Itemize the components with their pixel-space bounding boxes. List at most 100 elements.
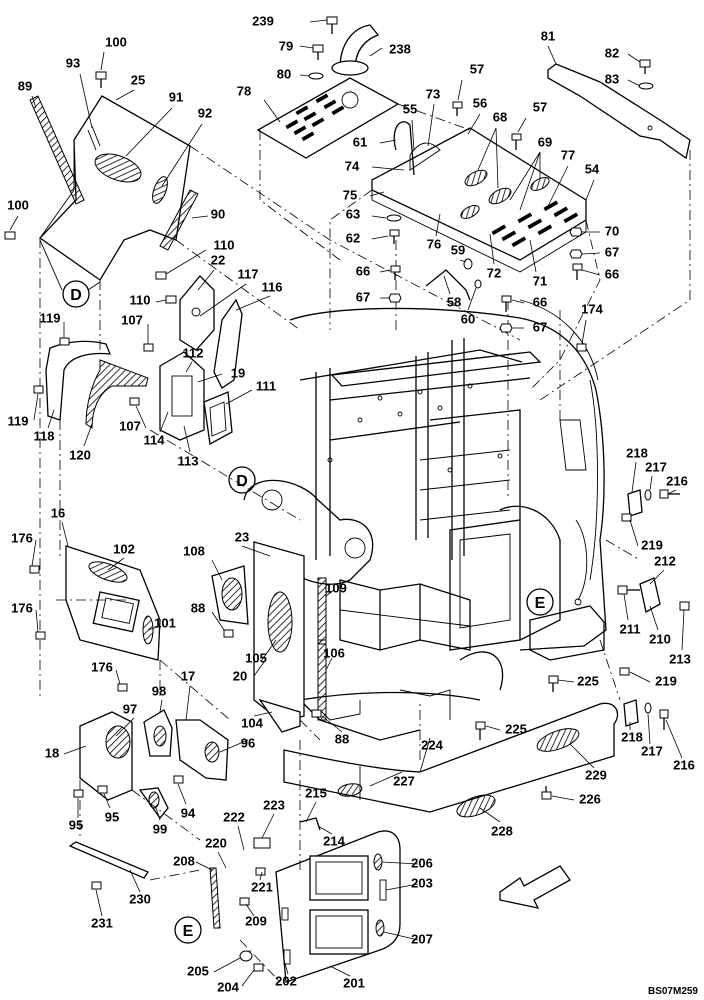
- part-label-90: 90: [211, 206, 225, 221]
- part-label-73: 73: [426, 86, 440, 101]
- part-label-62: 62: [346, 230, 360, 245]
- part-label-83: 83: [605, 71, 619, 86]
- part-label-238: 238: [389, 41, 411, 56]
- part-label-94: 94: [181, 805, 196, 820]
- seal-89: [29, 95, 85, 205]
- part-label-227: 227: [393, 773, 415, 788]
- part-label-105: 105: [245, 650, 267, 665]
- part-label-80: 80: [277, 66, 291, 81]
- part-label-91: 91: [169, 89, 183, 104]
- seal-90: [159, 189, 199, 251]
- part-label-222: 222: [223, 809, 245, 824]
- part-label-67: 67: [605, 244, 619, 259]
- part-label-57: 57: [533, 99, 547, 114]
- plate-81: [547, 63, 691, 160]
- part-label-221: 221: [251, 879, 273, 894]
- part-label-74: 74: [345, 158, 360, 173]
- part-label-67: 67: [533, 319, 547, 334]
- part-label-70: 70: [605, 223, 619, 238]
- part-label-66: 66: [356, 263, 370, 278]
- part-label-174: 174: [581, 301, 603, 316]
- part-label-231: 231: [91, 915, 113, 930]
- part-label-79: 79: [279, 38, 293, 53]
- part-label-101: 101: [154, 615, 176, 630]
- part-label-114: 114: [144, 432, 166, 447]
- cover-25: [39, 95, 191, 281]
- part-label-100: 100: [105, 34, 127, 49]
- part-label-107: 107: [119, 418, 141, 433]
- fasteners: [4, 16, 690, 972]
- part-label-219: 219: [655, 673, 677, 688]
- part-label-88: 88: [335, 731, 349, 746]
- part-label-205: 205: [187, 963, 209, 978]
- part-label-55: 55: [403, 101, 417, 116]
- part-label-20: 20: [233, 668, 247, 683]
- drawing-code: BS07M259: [648, 986, 698, 997]
- part-label-54: 54: [585, 161, 600, 176]
- callout-d-top: D: [62, 280, 90, 308]
- part-label-67: 67: [356, 289, 370, 304]
- door-201: [209, 817, 401, 983]
- part-label-69: 69: [538, 134, 552, 149]
- part-label-206: 206: [411, 855, 433, 870]
- part-label-66: 66: [533, 294, 547, 309]
- part-label-176: 176: [11, 530, 33, 545]
- part-label-211: 211: [620, 621, 641, 636]
- part-label-224: 224: [421, 737, 443, 752]
- panel-20-group: [211, 541, 327, 733]
- part-label-56: 56: [473, 95, 487, 110]
- callout-e-door: E: [174, 916, 202, 944]
- part-label-223: 223: [263, 797, 285, 812]
- part-label-60: 60: [461, 311, 475, 326]
- part-label-216: 216: [666, 473, 688, 488]
- direction-arrow-icon: [499, 865, 571, 909]
- part-label-220: 220: [205, 835, 227, 850]
- part-label-225: 225: [577, 673, 599, 688]
- part-label-96: 96: [241, 735, 255, 750]
- part-label-219: 219: [641, 537, 663, 552]
- part-label-93: 93: [66, 55, 80, 70]
- strip-230: [68, 841, 149, 879]
- part-label-204: 204: [217, 979, 239, 994]
- right-brackets: [623, 489, 661, 727]
- part-label-100: 100: [7, 197, 29, 212]
- callout-d-top-label: D: [70, 287, 82, 304]
- part-label-22: 22: [211, 252, 225, 267]
- part-label-119: 119: [8, 413, 29, 428]
- part-label-118: 118: [34, 428, 55, 443]
- part-label-212: 212: [654, 553, 676, 568]
- part-label-108: 108: [183, 543, 205, 558]
- part-label-102: 102: [113, 541, 135, 556]
- part-label-225: 225: [505, 721, 527, 736]
- part-label-228: 228: [491, 823, 513, 838]
- part-label-120: 120: [69, 447, 91, 462]
- panel-118: [45, 340, 149, 429]
- part-label-71: 71: [533, 273, 547, 288]
- part-label-111: 111: [256, 378, 276, 393]
- callout-e-frame-label: E: [535, 595, 546, 612]
- part-label-95: 95: [105, 809, 119, 824]
- part-label-239: 239: [252, 13, 274, 28]
- part-label-119: 119: [40, 310, 61, 325]
- part-label-23: 23: [235, 529, 249, 544]
- part-label-104: 104: [241, 715, 263, 730]
- part-label-112: 112: [183, 345, 204, 360]
- callout-e-door-label: E: [183, 923, 194, 940]
- part-label-110: 110: [130, 292, 151, 307]
- part-label-107: 107: [121, 312, 143, 327]
- panel-17-group: [79, 709, 229, 820]
- part-label-75: 75: [343, 187, 357, 202]
- part-label-92: 92: [198, 105, 212, 120]
- part-label-217: 217: [641, 743, 663, 758]
- part-label-66: 66: [605, 266, 619, 281]
- part-label-210: 210: [649, 631, 671, 646]
- part-label-230: 230: [129, 891, 151, 906]
- part-label-116: 116: [262, 279, 283, 294]
- part-label-201: 201: [343, 975, 365, 990]
- part-label-202: 202: [275, 973, 297, 988]
- part-label-209: 209: [245, 913, 267, 928]
- part-label-57: 57: [470, 61, 484, 76]
- part-label-58: 58: [447, 294, 461, 309]
- callout-d-frame-label: D: [236, 473, 248, 490]
- part-label-25: 25: [131, 72, 145, 87]
